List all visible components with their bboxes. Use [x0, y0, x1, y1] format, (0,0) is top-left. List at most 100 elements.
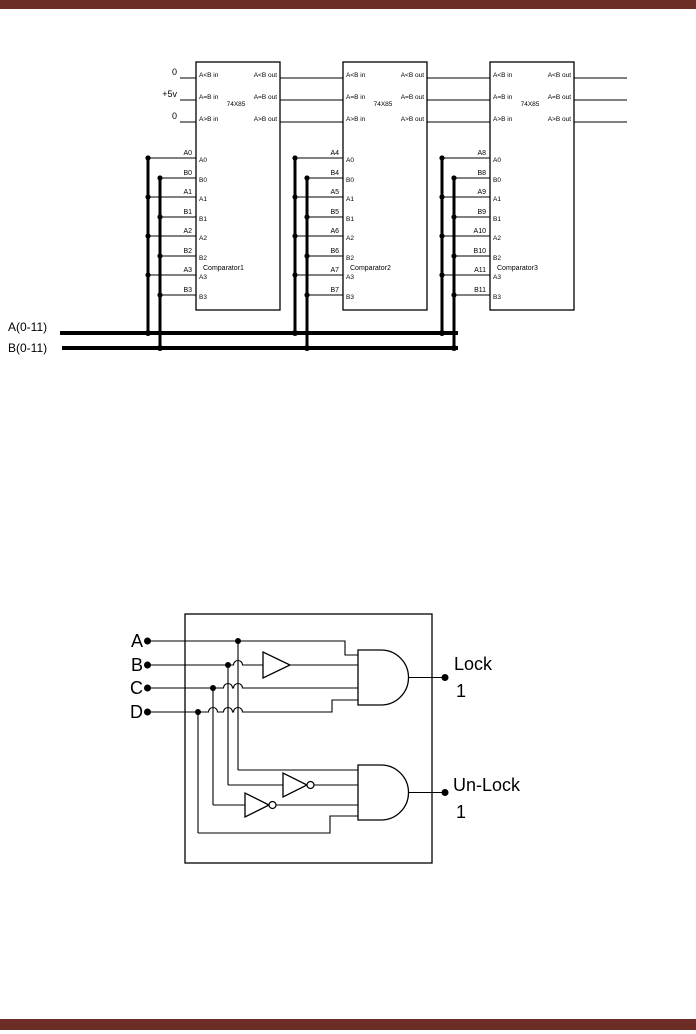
- pin-label: A<B out: [548, 72, 572, 79]
- pin-label: A=B in: [346, 94, 366, 101]
- bus-a-label: A(0-11): [8, 320, 47, 334]
- pin-label: B3: [199, 294, 207, 301]
- comparator-3: A<B in A=B in A>B in A<B out A=B out A>B…: [439, 61, 575, 351]
- pin-label: A=B out: [254, 94, 278, 101]
- net-label: B3: [183, 287, 192, 294]
- input-c-label: C: [130, 678, 143, 698]
- net-label: B1: [183, 209, 192, 216]
- junction-dots: [439, 155, 457, 351]
- pin-label: A0: [493, 157, 501, 164]
- wire-d: [147, 699, 358, 713]
- input-terminal-dots: [144, 637, 151, 716]
- comparator3-box: [489, 61, 575, 311]
- net-label: A6: [330, 228, 339, 235]
- and-gate-lock: [357, 649, 410, 706]
- input-d-label: D: [130, 702, 143, 722]
- pin-label: A=B in: [493, 94, 513, 101]
- lock-value: 1: [456, 681, 466, 701]
- pin-label: A<B in: [199, 72, 219, 79]
- pin-label: A<B out: [254, 72, 278, 79]
- pin-label: B1: [199, 216, 207, 223]
- pin-label: B0: [199, 177, 207, 184]
- and-gate-unlock: [357, 764, 410, 821]
- pin-label: B0: [346, 177, 354, 184]
- b-bus-taps: [454, 177, 490, 296]
- chip-type-label: 74X85: [521, 101, 540, 108]
- a-bus-taps: [295, 157, 343, 276]
- comparator-cascade-diagram: A(0-11) B(0-11) 0 +5v 0 A<B in A=B in A>…: [8, 61, 627, 355]
- a-bus-taps: [442, 157, 490, 276]
- wire-b: [147, 659, 263, 666]
- bottom-accent-bar: [0, 1019, 696, 1030]
- comparator2-name: Comparator2: [350, 265, 391, 272]
- pin-label: A=B out: [548, 94, 572, 101]
- inverter-gate-2: [244, 791, 271, 819]
- cascade-source-wires: [180, 77, 196, 123]
- pin-label: B3: [346, 294, 354, 301]
- pin-label: B0: [493, 177, 501, 184]
- pin-label: A<B in: [493, 72, 513, 79]
- net-label: B7: [330, 287, 339, 294]
- net-label: A5: [330, 189, 339, 196]
- net-label: B2: [183, 248, 192, 255]
- comparator-2: A<B in A=B in A>B in A<B out A=B out A>B…: [292, 61, 428, 351]
- cascade-wires-comp1-comp2: [280, 77, 343, 123]
- net-label: B6: [330, 248, 339, 255]
- net-label: B8: [477, 170, 486, 177]
- inverter-2-bubble: [268, 800, 277, 810]
- pin-label: A1: [199, 196, 207, 203]
- pin-label: A2: [199, 235, 207, 242]
- wire-a: [147, 640, 358, 656]
- bus-b-label: B(0-11): [8, 341, 47, 355]
- pin-label: A>B out: [401, 116, 425, 123]
- pin-label: A0: [346, 157, 354, 164]
- cascade-wires-comp2-comp3: [427, 77, 490, 123]
- net-label: A8: [477, 150, 486, 157]
- b-bus-taps: [307, 177, 343, 296]
- net-label: A3: [183, 267, 192, 274]
- lock-logic-diagram: A B C D Lock 1: [130, 613, 521, 864]
- cascade-source-inputs: 0 +5v 0: [162, 67, 196, 123]
- pin-label: A1: [493, 196, 501, 203]
- net-label: A9: [477, 189, 486, 196]
- net-label: B5: [330, 209, 339, 216]
- unlock-value: 1: [456, 802, 466, 822]
- pin-label: B1: [493, 216, 501, 223]
- net-label: A11: [474, 267, 486, 274]
- cascade-source-label: 0: [172, 67, 177, 77]
- branch-junction-dots: [195, 638, 241, 715]
- net-label: B10: [474, 248, 487, 255]
- pin-label: A=B out: [401, 94, 425, 101]
- a-bus-taps: [148, 157, 196, 276]
- comparator1-name: Comparator1: [203, 265, 244, 272]
- net-label: B4: [330, 170, 339, 177]
- net-label: A0: [183, 150, 192, 157]
- junction-dots: [145, 155, 163, 351]
- net-label: B9: [477, 209, 486, 216]
- pin-label: A>B in: [346, 116, 366, 123]
- net-label: A4: [330, 150, 339, 157]
- pin-label: A0: [199, 157, 207, 164]
- net-label: A2: [183, 228, 192, 235]
- pin-label: A>B in: [199, 116, 219, 123]
- top-accent-bar: [0, 0, 696, 9]
- pin-label: A=B in: [199, 94, 219, 101]
- inverter-1-bubble: [306, 780, 315, 790]
- pin-label: A>B out: [254, 116, 278, 123]
- logic-enclosure-box: [184, 613, 433, 864]
- pin-label: A2: [493, 235, 501, 242]
- unlock-output-terminal: [441, 789, 449, 796]
- inverter-gate-1: [282, 771, 309, 799]
- lower-feed-wires: [198, 769, 358, 834]
- wire-c: [147, 682, 358, 689]
- chip-type-label: 74X85: [374, 101, 393, 108]
- comparator1-box: [195, 61, 281, 311]
- comparator-1: A<B in A=B in A>B in A<B out A=B out A>B…: [145, 61, 281, 351]
- cascade-source-label: 0: [172, 111, 177, 121]
- lock-label: Lock: [454, 654, 493, 674]
- pin-label: A3: [493, 274, 501, 281]
- pin-label: B3: [493, 294, 501, 301]
- lock-output-terminal: [441, 674, 449, 681]
